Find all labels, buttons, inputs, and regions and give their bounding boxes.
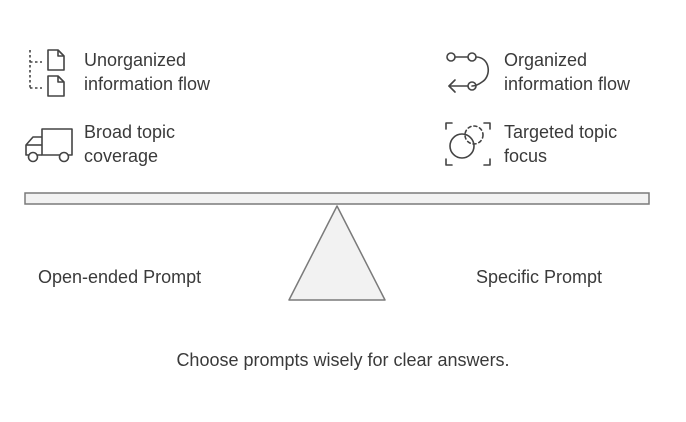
truck-icon — [25, 128, 73, 163]
right-item-label: Organized information flow — [504, 50, 631, 94]
left-item-unorganized-flow: Unorganized information flow — [22, 46, 210, 98]
right-item-label: Targeted topic focus — [504, 122, 618, 166]
left-item-label: Broad topic coverage — [84, 122, 176, 166]
specific-prompt-label: Specific Prompt — [476, 267, 603, 287]
left-item-broad-coverage: Broad topic coverage — [22, 118, 175, 170]
seesaw-fulcrum — [288, 205, 386, 301]
left-item-label: Unorganized information flow — [84, 50, 211, 94]
conclusion-text: Choose prompts wisely for clear answers. — [176, 350, 510, 370]
right-item-targeted-focus: Targeted topic focus — [442, 118, 617, 170]
seesaw-beam — [24, 192, 650, 205]
unorganized-documents-icon — [29, 49, 65, 97]
open-ended-prompt-label: Open-ended Prompt — [38, 267, 202, 287]
organized-flow-icon — [446, 52, 489, 93]
target-focus-icon — [445, 122, 491, 166]
right-item-organized-flow: Organized information flow — [442, 46, 630, 98]
